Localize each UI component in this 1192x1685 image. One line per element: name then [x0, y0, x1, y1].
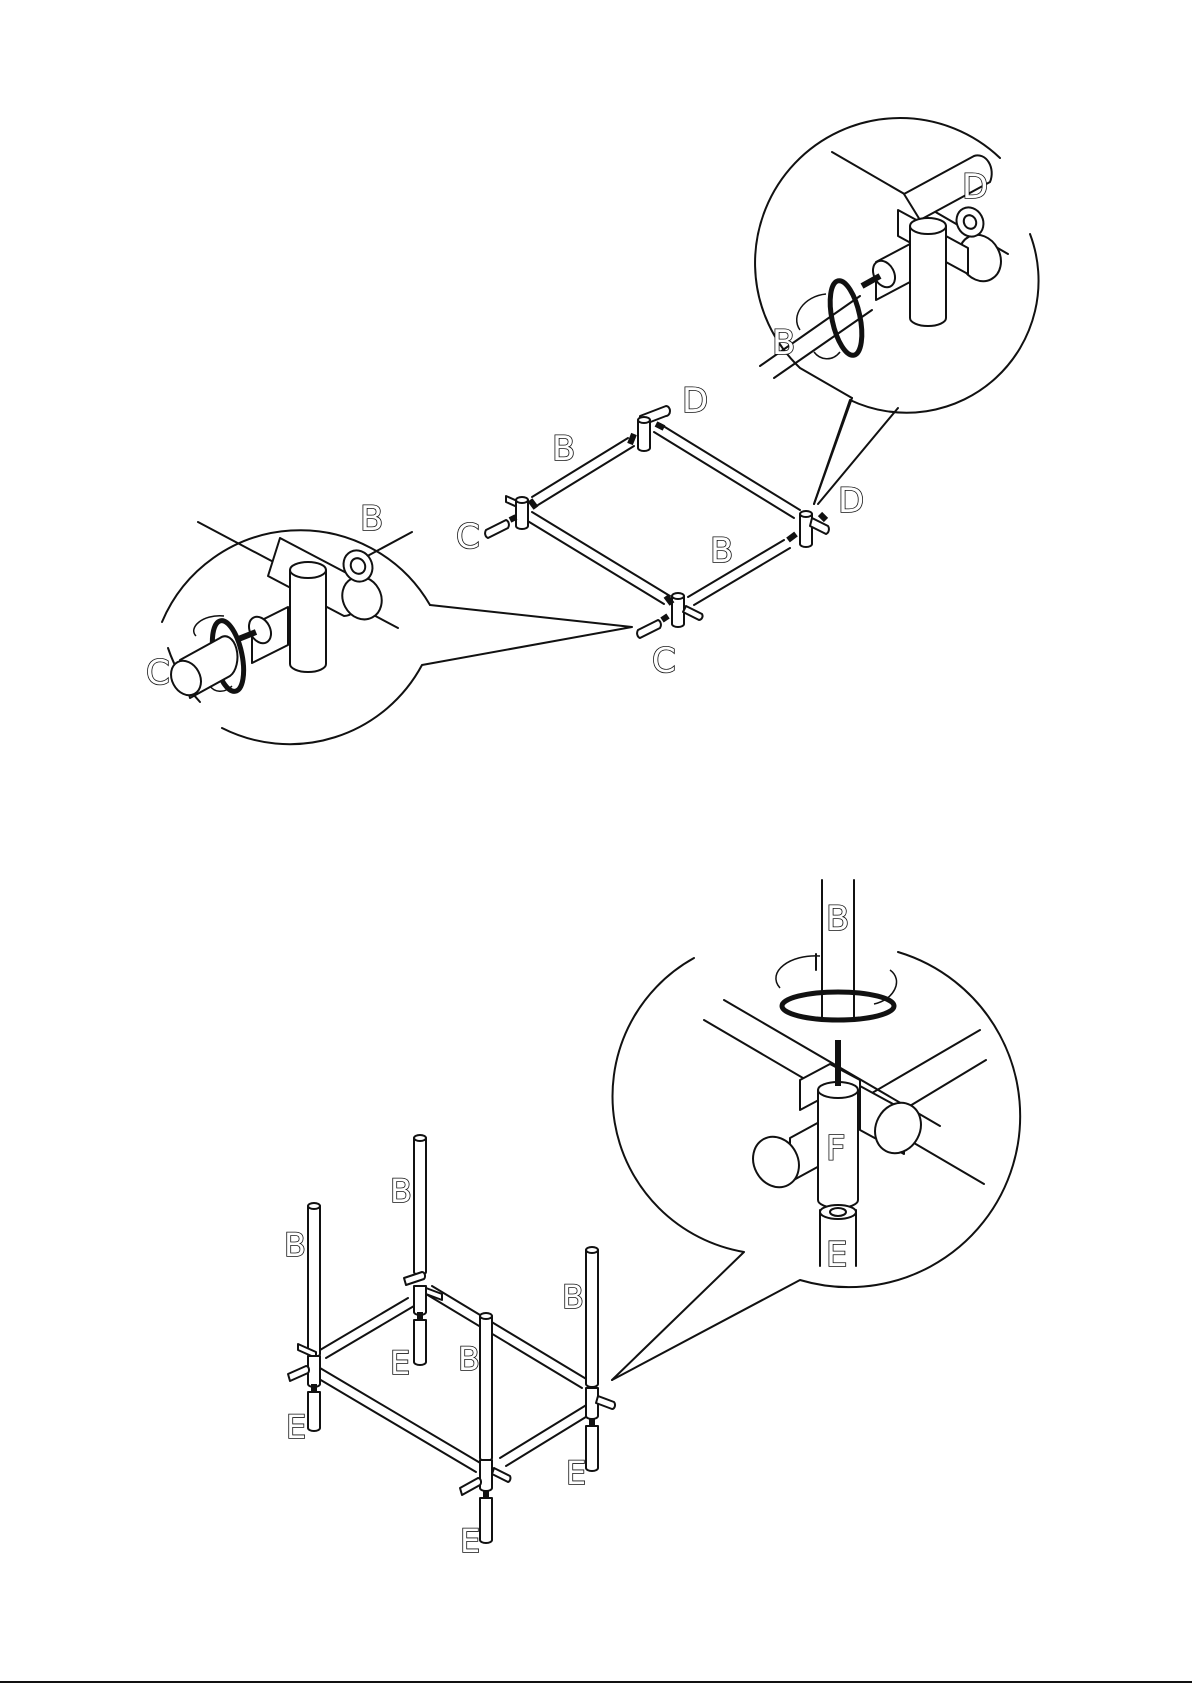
connector-right [788, 511, 829, 547]
rail-top-right [654, 424, 800, 518]
rail-bottom-right [688, 540, 790, 605]
upright-b-4 [586, 1247, 598, 1387]
footer-rule [0, 1681, 1192, 1683]
zoom-right-label-d: D [962, 167, 988, 207]
connector-left [485, 496, 536, 538]
label-c-bottom: C [652, 641, 676, 681]
zoom-left-label-b: B [360, 499, 383, 539]
zoom-left-label-c: C [146, 653, 170, 693]
zoom-bubble-step2: B F E [612, 880, 1020, 1380]
rail-bottom-left [526, 512, 670, 604]
label-c-left: C [456, 517, 480, 557]
rail2-front-left [314, 1368, 482, 1472]
step2-frame: B B B B E E E E [284, 1135, 615, 1560]
connector-top [630, 406, 670, 451]
label2-e-1: E [286, 1408, 306, 1446]
label-b-right: B [710, 531, 733, 571]
label2-b-1: B [284, 1226, 306, 1264]
upright-b-1 [308, 1203, 320, 1357]
connector-bottom [637, 593, 702, 638]
label2-b-3: B [458, 1340, 480, 1378]
label2-e-4: E [566, 1454, 586, 1492]
corner-right [586, 1388, 615, 1471]
label2-e-3: E [460, 1522, 480, 1560]
zoom-bubble-left: B C [146, 499, 632, 744]
zoom-bubble-right: D B [755, 118, 1038, 504]
zoom2-label-f: F [826, 1129, 846, 1169]
zoom-right-label-b: B [772, 323, 795, 363]
upright-b-2 [414, 1135, 426, 1275]
step1-frame: B B C C D D [456, 381, 864, 681]
zoom2-label-b: B [826, 899, 849, 939]
label-b-top: B [552, 429, 575, 469]
label2-e-2: E [390, 1344, 410, 1382]
label-d-top: D [682, 381, 708, 421]
zoom2-label-e: E [826, 1235, 847, 1275]
label2-b-4: B [562, 1278, 584, 1316]
upright-b-3 [480, 1313, 492, 1461]
rail-top-left [532, 438, 634, 505]
label2-b-2: B [390, 1172, 412, 1210]
label-d-right: D [838, 481, 864, 521]
